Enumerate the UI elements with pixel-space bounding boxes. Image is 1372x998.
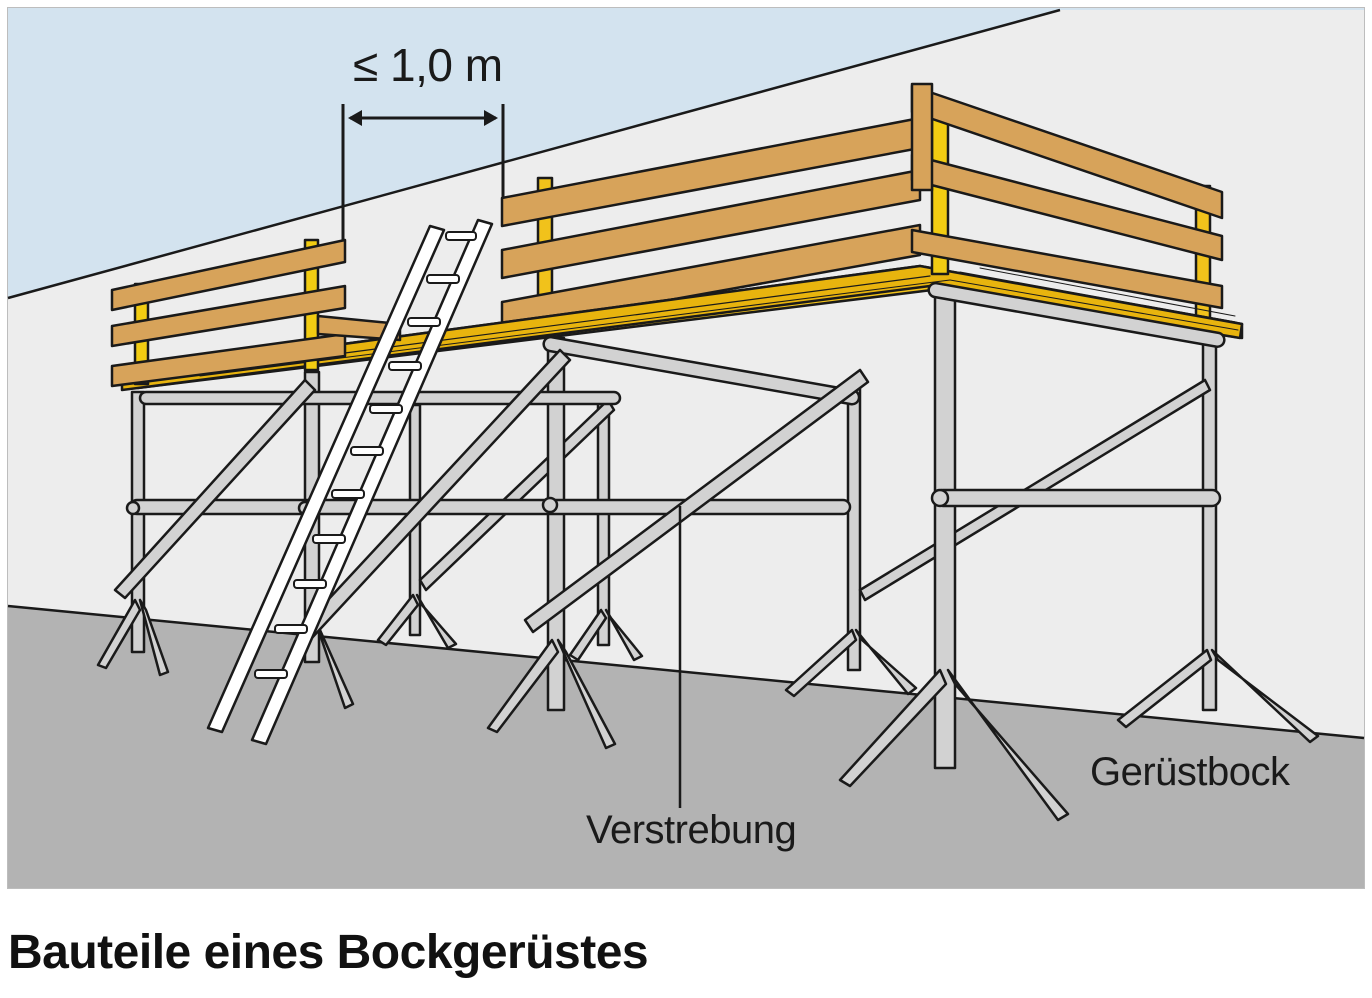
dimension-marker: [341, 104, 505, 240]
ladder: [206, 218, 494, 746]
scaffold-illustration: .ol { stroke: #1a1a1a; stroke-linejoin: …: [7, 7, 1365, 889]
platform-deck: [120, 264, 1244, 392]
diagonal-braces: [113, 348, 870, 642]
right-guardrail-front: [910, 82, 1224, 310]
back-guardrail-right: [500, 116, 922, 332]
sky: [8, 8, 1364, 298]
ground: [8, 606, 1364, 888]
roof-edge: [7, 8, 1061, 300]
dimension-label: ≤ 1,0 m: [353, 39, 503, 91]
left-guardrail: [110, 238, 402, 388]
callout-geruestbock: Gerüstbock: [1090, 750, 1290, 794]
callout-verstrebung: Verstrebung: [586, 808, 797, 852]
figure-caption: Bauteile eines Bockgerüstes: [8, 926, 649, 979]
